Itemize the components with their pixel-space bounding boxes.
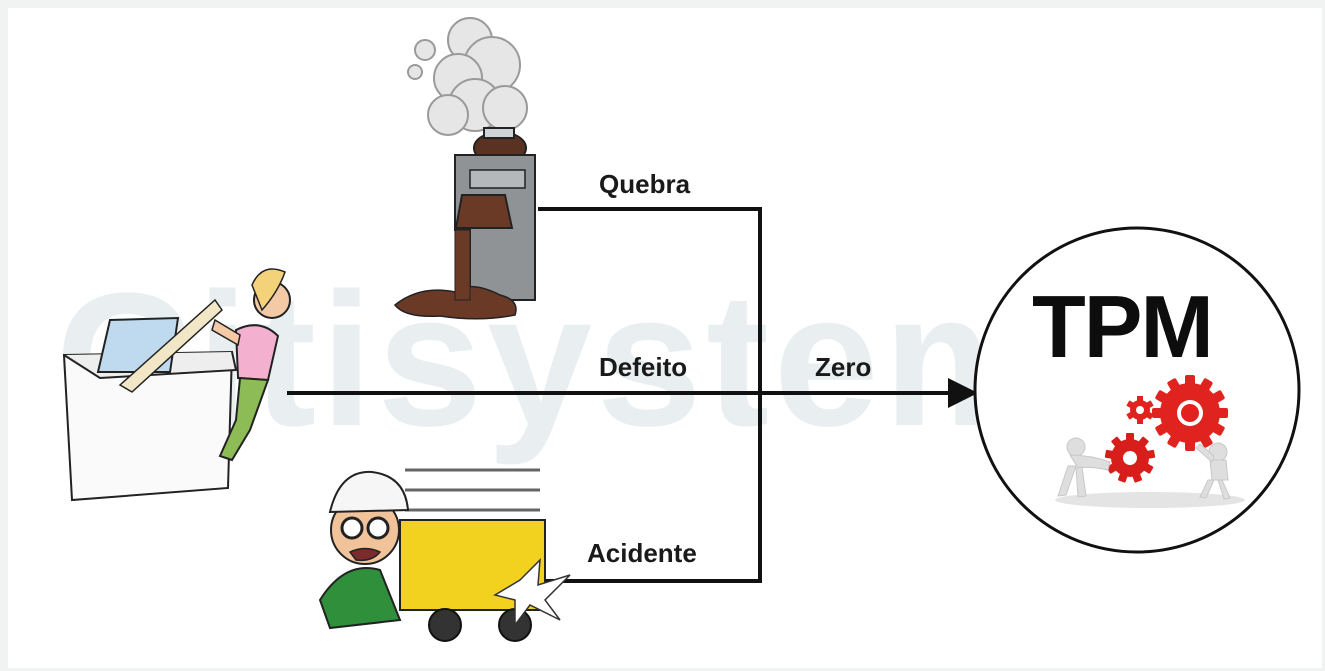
tpm-title: TPM <box>1032 277 1214 376</box>
worker-illustration <box>318 468 571 642</box>
coffee-maker-illustration <box>393 17 536 320</box>
arrowhead-icon <box>948 378 978 408</box>
connector-lines <box>287 207 950 583</box>
quebra-label: Quebra <box>599 169 691 199</box>
zero-label: Zero <box>815 352 872 382</box>
defeito-label: Defeito <box>599 352 688 382</box>
acidente-label: Acidente <box>587 538 697 568</box>
washing-machine-illustration <box>62 268 291 502</box>
teamwork-gears-icon <box>1055 375 1245 508</box>
